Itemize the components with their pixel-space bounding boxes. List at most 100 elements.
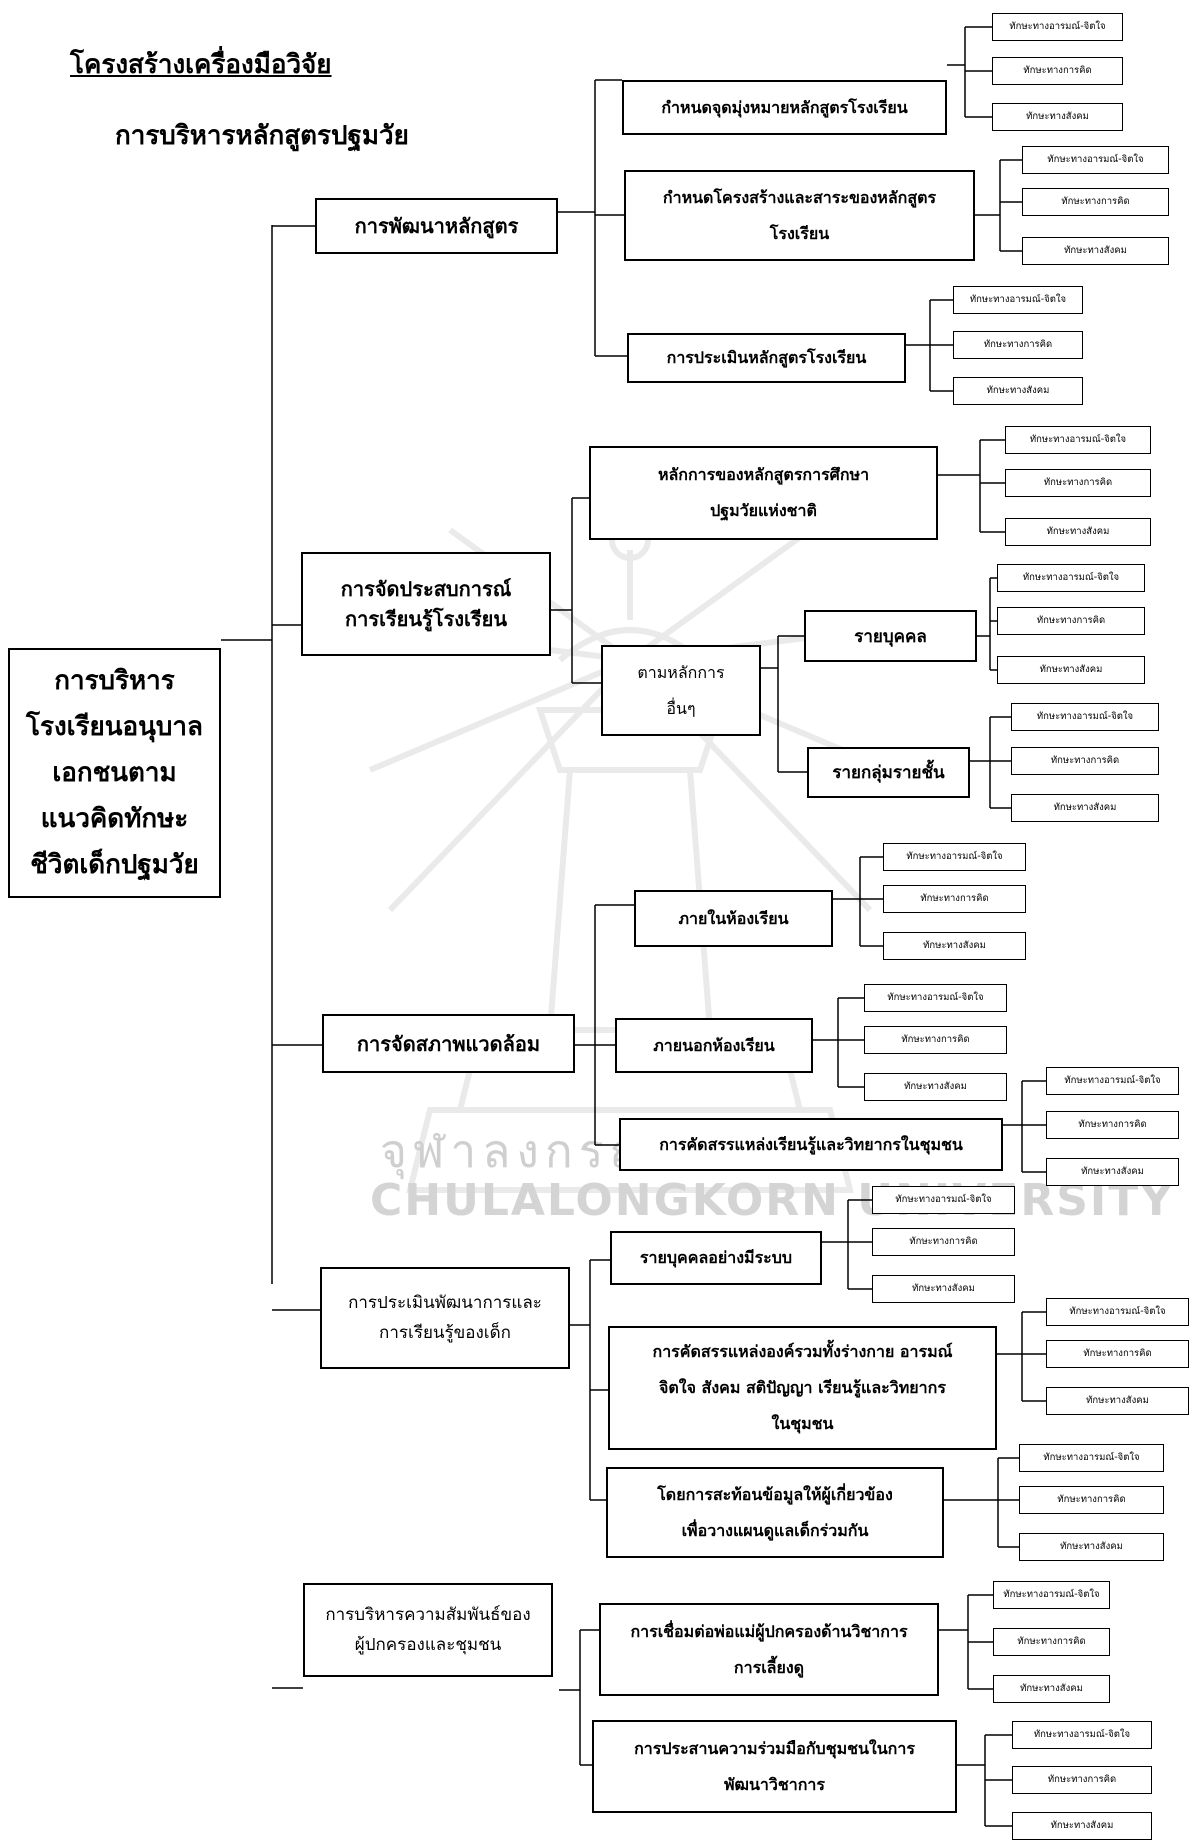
leaf-label: ทักษะทางสังคม [1050, 1820, 1114, 1831]
leaf-label: ทักษะทางอารมณ์-จิตใจ [1003, 1589, 1100, 1600]
leaf-label: ทักษะทางสังคม [1060, 1541, 1123, 1552]
leaf-label: ทักษะทางอารมณ์-จิตใจ [895, 1194, 992, 1205]
outside-classroom-leaf-social: ทักษะทางสังคม [864, 1073, 1007, 1101]
inside-classroom-leaf-thinking: ทักษะทางการคิด [883, 885, 1026, 913]
leaf-label: ทักษะทางการคิด [901, 1034, 970, 1045]
node-group-class: รายกลุ่มรายชั้น [807, 747, 970, 798]
curriculum-evaluation-leaf-thinking: ทักษะทางการคิด [953, 331, 1083, 359]
node-group-class-text: รายกลุ่มรายชั้น [832, 763, 945, 783]
watermark-english-text: CHULALONGKORN UNIVERSITY [370, 1175, 1175, 1226]
leaf-label: ทักษะทางการคิด [1023, 65, 1092, 76]
node-community-resources-text: การคัดสรรแหล่งเรียนรู้และวิทยากรในชุมชน [659, 1134, 963, 1154]
curriculum-goals-leaf-social: ทักษะทางสังคม [992, 103, 1123, 131]
node-curriculum-structure: กำหนดโครงสร้างและสาระของหลักสูตรโรงเรียน [624, 170, 975, 261]
watermark-thai-text: จุฬาลงกรณ์ [380, 1124, 659, 1178]
systematic-individual-leaf-thinking: ทักษะทางการคิด [872, 1228, 1015, 1256]
leaf-label: ทักษะทางอารมณ์-จิตใจ [1036, 711, 1134, 722]
holistic-assessment-leaf-emotion: ทักษะทางอารมณ์-จิตใจ [1046, 1298, 1189, 1326]
node-national-curriculum-principles: หลักการของหลักสูตรการศึกษาปฐมวัยแห่งชาติ [589, 446, 938, 540]
branch-learning-experience-text: การจัดประสบการณ์ [340, 577, 512, 601]
leaf-label: ทักษะทางอารมณ์-จิตใจ [887, 992, 984, 1003]
diagram-subtitle: การบริหารหลักสูตรปฐมวัย [115, 121, 409, 151]
leaf-label: ทักษะทางการคิด [1057, 1494, 1126, 1505]
leaf-label: ทักษะทางสังคม [1026, 111, 1089, 122]
node-national-curriculum-principles-text: ปฐมวัยแห่งชาติ [710, 501, 817, 520]
leaf-label: ทักษะทางอารมณ์-จิตใจ [1033, 1729, 1131, 1740]
branch-curriculum-development: การพัฒนาหลักสูตร [315, 198, 558, 254]
leaf-label: ทักษะทางการคิด [909, 1236, 978, 1247]
holistic-assessment-leaf-thinking: ทักษะทางการคิด [1046, 1340, 1189, 1368]
leaf-label: ทักษะทางการคิด [920, 893, 989, 904]
diagram-title: โครงสร้างเครื่องมือวิจัย [70, 50, 332, 80]
leaf-label: ทักษะทางการคิด [1036, 615, 1106, 626]
national-principles-leaf-thinking: ทักษะทางการคิด [1005, 469, 1151, 497]
node-inside-classroom: ภายในห้องเรียน [634, 890, 833, 947]
community-resources-leaf-emotion: ทักษะทางอารมณ์-จิตใจ [1046, 1067, 1179, 1095]
node-individual: รายบุคคล [804, 610, 977, 662]
branch-learning-experience: การจัดประสบการณ์การเรียนรู้โรงเรียน [301, 552, 551, 656]
individual-leaf-thinking: ทักษะทางการคิด [997, 607, 1145, 635]
branch-parent-community: การบริหารความสัมพันธ์ของผู้ปกครองและชุมช… [303, 1583, 553, 1677]
feedback-planning-leaf-thinking: ทักษะทางการคิด [1019, 1486, 1164, 1514]
individual-leaf-social: ทักษะทางสังคม [997, 656, 1145, 684]
leaf-label: ทักษะทางสังคม [912, 1283, 975, 1294]
node-inside-classroom-text: ภายในห้องเรียน [678, 908, 789, 928]
feedback-planning-leaf-emotion: ทักษะทางอารมณ์-จิตใจ [1019, 1444, 1164, 1472]
curriculum-evaluation-leaf-emotion: ทักษะทางอารมณ์-จิตใจ [953, 286, 1083, 314]
inside-classroom-leaf-social: ทักษะทางสังคม [883, 932, 1026, 960]
parent-connection-leaf-thinking: ทักษะทางการคิด [993, 1628, 1110, 1656]
node-community-resources: การคัดสรรแหล่งเรียนรู้และวิทยากรในชุมชน [619, 1118, 1003, 1171]
leaf-label: ทักษะทางอารมณ์-จิตใจ [1009, 21, 1106, 32]
systematic-individual-leaf-social: ทักษะทางสังคม [872, 1275, 1015, 1303]
leaf-label: ทักษะทางการคิด [1050, 755, 1120, 766]
curriculum-evaluation-leaf-social: ทักษะทางสังคม [953, 377, 1083, 405]
node-holistic-assessment-text: จิตใจ สังคม สติปัญญา เรียนรู้และวิทยากร [659, 1378, 946, 1397]
node-parent-connection-text: การเชื่อมต่อพ่อแม่ผู้ปกครองด้านวิชาการ [630, 1621, 908, 1641]
parent-connection-leaf-social: ทักษะทางสังคม [993, 1675, 1110, 1703]
outside-classroom-leaf-thinking: ทักษะทางการคิด [864, 1026, 1007, 1054]
individual-leaf-emotion: ทักษะทางอารมณ์-จิตใจ [997, 564, 1145, 592]
node-feedback-planning-text: โดยการสะท้อนข้อมูลให้ผู้เกี่ยวข้อง [657, 1484, 893, 1504]
node-individual-text: รายบุคคล [854, 626, 927, 647]
node-feedback-planning-text: เพื่อวางแผนดูแลเด็กร่วมกัน [681, 1520, 869, 1540]
node-parent-connection-text: การเลี้ยงดู [733, 1657, 805, 1677]
branch-parent-community-text: การบริหารความสัมพันธ์ของ [325, 1605, 531, 1625]
branch-learning-experience-text: การเรียนรู้โรงเรียน [344, 607, 507, 631]
node-curriculum-evaluation: การประเมินหลักสูตรโรงเรียน [627, 333, 906, 383]
node-systematic-individual-text: รายบุคคลอย่างมีระบบ [639, 1248, 793, 1267]
leaf-label: ทักษะทางอารมณ์-จิตใจ [1069, 1306, 1166, 1317]
leaf-label: ทักษะทางการคิด [1017, 1636, 1086, 1647]
holistic-assessment-leaf-social: ทักษะทางสังคม [1046, 1387, 1189, 1415]
node-systematic-individual: รายบุคคลอย่างมีระบบ [610, 1231, 822, 1285]
branch-curriculum-development-text: การพัฒนาหลักสูตร [354, 214, 519, 238]
node-curriculum-structure-text: กำหนดโครงสร้างและสาระของหลักสูตร [662, 187, 937, 207]
leaf-label: ทักษะทางสังคม [1046, 526, 1110, 537]
node-other-principles-text: อื่นๆ [666, 698, 696, 718]
leaf-label: ทักษะทางสังคม [1020, 1683, 1083, 1694]
node-holistic-assessment-text: การคัดสรรแหล่งองค์รวมทั้งร่างกาย อารมณ์ [652, 1342, 953, 1361]
node-community-cooperation-text: การประสานความร่วมมือกับชุมชนในการ [634, 1738, 915, 1758]
root-node-text: เอกชนตาม [52, 758, 177, 788]
leaf-label: ทักษะทางสังคม [1053, 802, 1117, 813]
branch-child-assessment-text: การเรียนรู้ของเด็ก [379, 1323, 511, 1343]
leaf-label: ทักษะทางการคิด [983, 339, 1053, 350]
node-curriculum-goals-text: กำหนดจุดมุ่งหมายหลักสูตรโรงเรียน [661, 97, 908, 117]
leaf-label: ทักษะทางอารมณ์-จิตใจ [1029, 434, 1127, 445]
leaf-label: ทักษะทางสังคม [923, 940, 986, 951]
root-node-text: แนวคิดทักษะ [40, 804, 189, 834]
node-holistic-assessment-text: ในชุมชน [771, 1414, 834, 1433]
outside-classroom-leaf-emotion: ทักษะทางอารมณ์-จิตใจ [864, 984, 1007, 1012]
leaf-label: ทักษะทางอารมณ์-จิตใจ [906, 851, 1003, 862]
node-parent-connection: การเชื่อมต่อพ่อแม่ผู้ปกครองด้านวิชาการกา… [599, 1603, 939, 1696]
curriculum-structure-leaf-emotion: ทักษะทางอารมณ์-จิตใจ [1022, 146, 1169, 174]
node-community-cooperation-text: พัฒนาวิชาการ [723, 1774, 825, 1794]
node-other-principles: ตามหลักการอื่นๆ [601, 645, 761, 736]
root-node: การบริหารโรงเรียนอนุบาลเอกชนตามแนวคิดทัก… [8, 648, 221, 898]
node-outside-classroom-text: ภายนอกห้องเรียน [653, 1035, 775, 1055]
node-feedback-planning: โดยการสะท้อนข้อมูลให้ผู้เกี่ยวข้องเพื่อว… [606, 1467, 944, 1558]
node-community-cooperation: การประสานความร่วมมือกับชุมชนในการพัฒนาวิ… [592, 1720, 957, 1813]
leaf-label: ทักษะทางการคิด [1043, 477, 1113, 488]
branch-environment: การจัดสภาพแวดล้อม [322, 1014, 575, 1073]
